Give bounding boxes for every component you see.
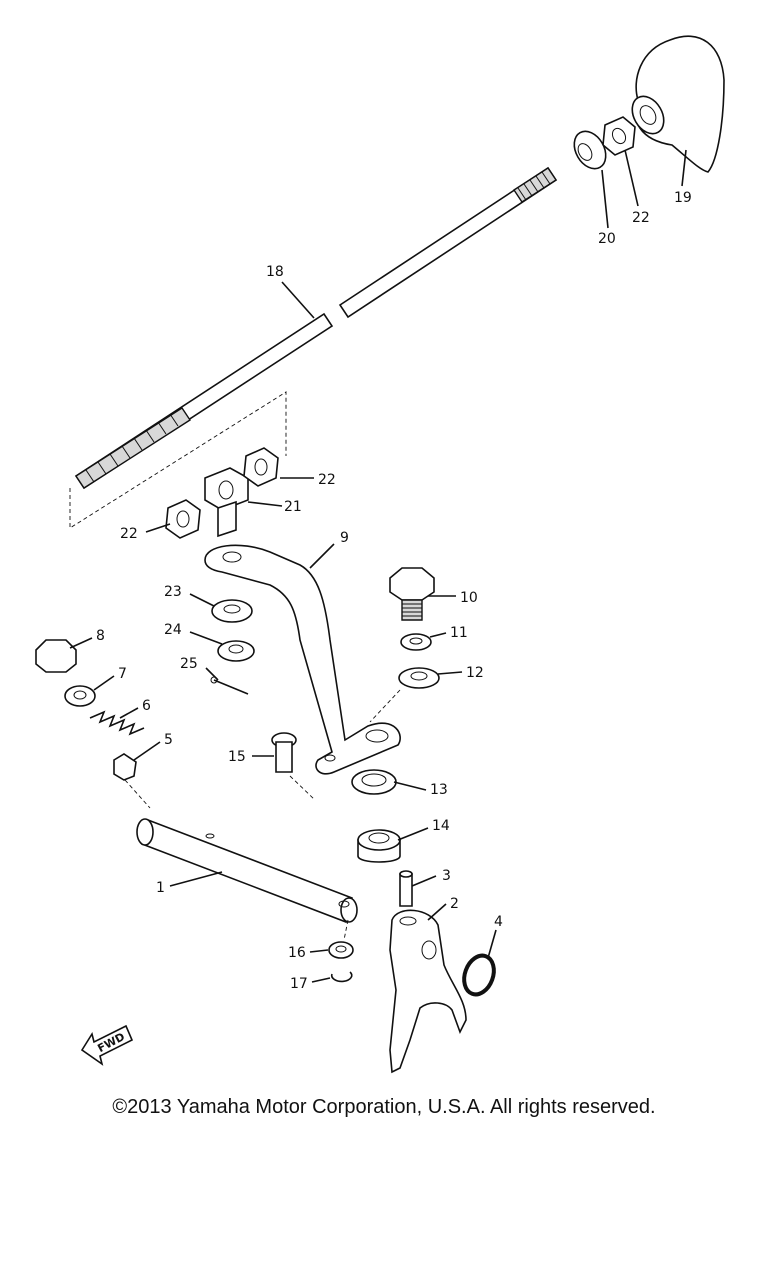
callout-5: 5 [164, 732, 173, 748]
callout-18: 18 [266, 264, 284, 280]
callout-10: 10 [460, 590, 478, 606]
plug-bolt-8 [35, 639, 77, 673]
parts-diagram: FWD [35, 35, 725, 1074]
washer-12 [398, 667, 440, 689]
callout-24: 24 [164, 622, 182, 638]
callout-25: 25 [180, 656, 198, 672]
shift-rod [69, 166, 558, 529]
callout-13: 13 [430, 782, 448, 798]
pin-3 [399, 870, 413, 907]
callout-22-mid: 22 [318, 472, 336, 488]
copyright-notice: ©2013 Yamaha Motor Corporation, U.S.A. A… [112, 1096, 656, 1118]
ball-5 [113, 753, 137, 781]
callout-15: 15 [228, 749, 246, 765]
callout-20: 20 [598, 231, 616, 247]
callout-6: 6 [142, 698, 151, 714]
pin-15 [271, 732, 297, 773]
callout-22-top: 22 [632, 210, 650, 226]
washer-24 [217, 640, 255, 662]
callout-23: 23 [164, 584, 182, 600]
bolt-10 [389, 567, 435, 621]
callout-14: 14 [432, 818, 450, 834]
shift-knob [631, 35, 725, 173]
collar-14 [357, 829, 401, 863]
callout-2: 2 [450, 896, 459, 912]
fwd-arrow-icon: FWD [80, 1024, 134, 1066]
o-ring-4 [462, 953, 496, 997]
callout-9: 9 [340, 530, 349, 546]
shift-shaft-1 [136, 818, 358, 924]
callout-3: 3 [442, 868, 451, 884]
callout-7: 7 [118, 666, 127, 682]
callout-21: 21 [284, 499, 302, 515]
washer-16 [328, 941, 354, 959]
washer-23 [211, 599, 253, 623]
rod-end-joint-21 [204, 467, 249, 538]
washer-7 [64, 685, 96, 707]
washer-13 [351, 769, 397, 795]
callout-12: 12 [466, 665, 484, 681]
callout-11: 11 [450, 625, 468, 641]
circlip-17 [330, 971, 353, 983]
shift-fork-2 [389, 909, 467, 1074]
callout-19: 19 [674, 190, 692, 206]
shift-arm-9 [204, 544, 401, 775]
callout-17: 17 [290, 976, 308, 992]
callout-16: 16 [288, 945, 306, 961]
nut-22-upper [602, 116, 636, 156]
callout-22-low: 22 [120, 526, 138, 542]
nut-22-middle [243, 447, 279, 487]
nut-22-lower [165, 499, 201, 539]
spring-6 [89, 710, 145, 736]
callout-4: 4 [494, 914, 503, 930]
callout-1: 1 [156, 880, 165, 896]
lock-washer-11 [400, 633, 432, 651]
callout-8: 8 [96, 628, 105, 644]
washer-20 [573, 130, 607, 170]
